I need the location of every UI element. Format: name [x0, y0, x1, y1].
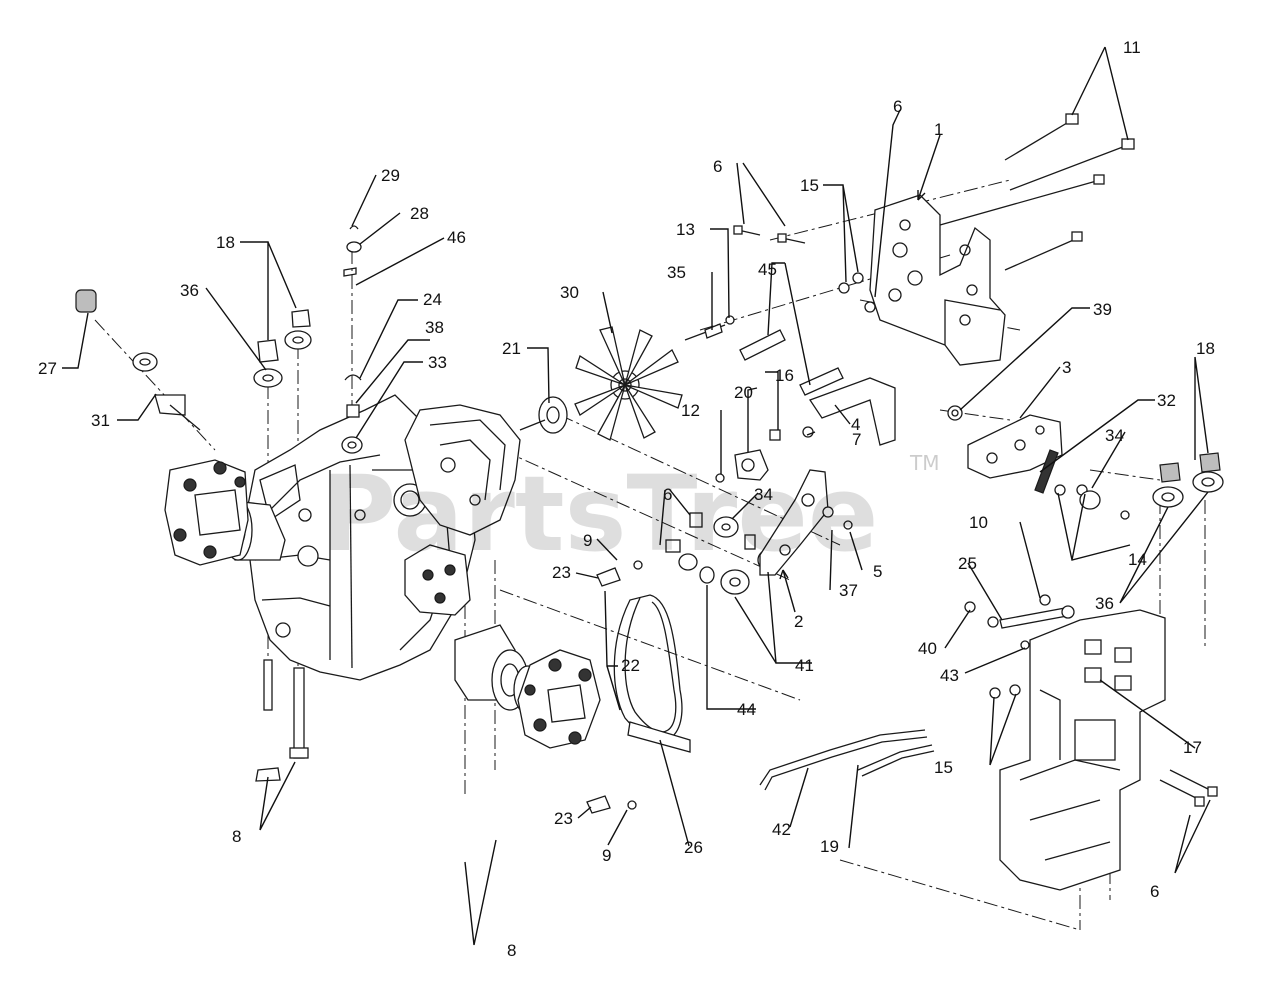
- callout-label: 36: [1095, 594, 1114, 613]
- callout-label: 6: [1150, 882, 1159, 901]
- callout-label: 36: [180, 281, 199, 300]
- callout-label: 39: [1093, 300, 1112, 319]
- callout-label: 38: [425, 318, 444, 337]
- callout-label: 15: [800, 176, 819, 195]
- callout-label: 6: [893, 97, 902, 116]
- callout-label: 34: [754, 485, 773, 504]
- callout-label: 30: [560, 283, 579, 302]
- callout-label: 46: [447, 228, 466, 247]
- callout-label: 42: [772, 820, 791, 839]
- callout-label: 27: [38, 359, 57, 378]
- callout-label: 13: [676, 220, 695, 239]
- callout-label: 6: [663, 485, 672, 504]
- callout-label: 5: [873, 562, 882, 581]
- lower-right-frame: [759, 594, 1218, 891]
- callout-label: 25: [958, 554, 977, 573]
- left-small-parts: [75, 225, 363, 454]
- svg-text:TM: TM: [909, 451, 939, 475]
- callout-label: 14: [1128, 550, 1147, 569]
- callout-label: 9: [583, 531, 592, 550]
- callout-label: 23: [554, 809, 573, 828]
- callout-label: 8: [232, 827, 241, 846]
- callout-label: 4: [851, 415, 860, 434]
- callout-label: 18: [1196, 339, 1215, 358]
- callout-label: 29: [381, 166, 400, 185]
- drive-belt: [613, 594, 691, 753]
- callout-label: 11: [1123, 38, 1141, 57]
- callout-labels: 1 2 3 4 5 6 6 6 6 7 8 8 9 9 10 11 12 13 …: [38, 38, 1215, 960]
- callout-label: 40: [918, 639, 937, 658]
- cooling-fan: [519, 326, 683, 441]
- svg-text:PartsTree: PartsTree: [320, 453, 878, 575]
- callout-label: 23: [552, 563, 571, 582]
- callout-label: 16: [775, 366, 794, 385]
- callout-label: 35: [667, 263, 686, 282]
- callout-label: 44: [737, 700, 756, 719]
- partstree-watermark: PartsTree TM: [320, 451, 939, 575]
- callout-label: 8: [507, 941, 516, 960]
- callout-label: 20: [734, 383, 753, 402]
- callout-label: 28: [410, 204, 429, 223]
- callout-label: 31: [91, 411, 110, 430]
- linkage-assembly: [586, 315, 896, 814]
- callout-label: 12: [681, 401, 700, 420]
- transaxle-assembly: [164, 394, 601, 782]
- callout-label: 2: [794, 612, 803, 631]
- callout-label: 43: [940, 666, 959, 685]
- callout-label: 41: [795, 656, 814, 675]
- callout-label: 21: [502, 339, 521, 358]
- callout-label: 6: [713, 157, 722, 176]
- callout-label: 18: [216, 233, 235, 252]
- callout-label: 24: [423, 290, 442, 309]
- callout-label: 32: [1157, 391, 1176, 410]
- right-control-bracket: [947, 405, 1224, 520]
- callout-label: 19: [820, 837, 839, 856]
- callout-label: 17: [1183, 738, 1202, 757]
- callout-label: 45: [758, 260, 777, 279]
- upper-frame-bracket: [733, 113, 1135, 366]
- callout-label: 7: [852, 430, 861, 449]
- callout-label: 1: [934, 120, 943, 139]
- callout-label: 3: [1062, 358, 1071, 377]
- callout-label: 37: [839, 581, 858, 600]
- callout-label: 26: [684, 838, 703, 857]
- leader-lines: [62, 46, 1211, 946]
- callout-label: 10: [969, 513, 988, 532]
- callout-label: 15: [934, 758, 953, 777]
- callout-label: 33: [428, 353, 447, 372]
- callout-label: 34: [1105, 426, 1124, 445]
- callout-label: 9: [602, 846, 611, 865]
- callout-label: 22: [621, 656, 640, 675]
